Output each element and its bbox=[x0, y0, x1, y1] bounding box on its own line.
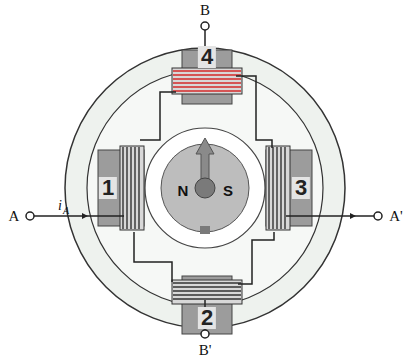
coil-turn bbox=[173, 282, 241, 283]
coil-turn bbox=[173, 70, 241, 71]
rotor-shaft bbox=[200, 226, 210, 234]
coil bbox=[266, 146, 290, 230]
wire bbox=[140, 92, 176, 140]
coil-turn bbox=[268, 147, 269, 229]
terminal bbox=[374, 212, 382, 220]
coil-turn bbox=[173, 298, 241, 299]
wire bbox=[134, 232, 172, 282]
coil-turn bbox=[173, 90, 241, 91]
pole-number: 1 bbox=[99, 177, 117, 199]
coil-turn bbox=[138, 147, 139, 229]
coil-turn bbox=[173, 294, 241, 295]
coil-turn bbox=[173, 74, 241, 75]
pole-number: 4 bbox=[198, 46, 216, 68]
coil-turn bbox=[173, 86, 241, 87]
terminal-label: A bbox=[9, 209, 20, 224]
current-arrow bbox=[82, 213, 88, 219]
rotor-arrow bbox=[196, 138, 214, 180]
coil-turn bbox=[276, 147, 277, 229]
wire bbox=[286, 215, 374, 217]
terminal bbox=[201, 330, 209, 338]
pole-number: 3 bbox=[292, 177, 310, 199]
stator-ring bbox=[87, 70, 323, 306]
coil bbox=[172, 280, 242, 304]
magnet-pole-label: N bbox=[178, 183, 189, 198]
stator-housing bbox=[65, 48, 345, 328]
coil-turn bbox=[126, 147, 127, 229]
terminal-label: B' bbox=[199, 343, 212, 358]
wire bbox=[238, 232, 274, 284]
coil-turn bbox=[134, 147, 135, 229]
terminal-label: A' bbox=[389, 209, 403, 224]
wires bbox=[34, 30, 374, 330]
coil-turn bbox=[284, 147, 285, 229]
rotor-shaft bbox=[195, 178, 215, 198]
coil-windings bbox=[120, 68, 290, 304]
terminal-label: B bbox=[200, 3, 210, 18]
coil-turn bbox=[173, 82, 241, 83]
air-gap bbox=[145, 128, 265, 248]
coil-turn bbox=[280, 147, 281, 229]
current-arrow bbox=[350, 213, 356, 219]
coil bbox=[172, 68, 242, 94]
wire bbox=[34, 215, 124, 217]
coil-turn bbox=[173, 290, 241, 291]
current-label: i bbox=[58, 199, 62, 213]
coil-turn bbox=[130, 147, 131, 229]
current-subscript: A bbox=[63, 206, 69, 216]
pole-number: 2 bbox=[198, 307, 216, 329]
wire bbox=[236, 76, 272, 148]
terminal bbox=[201, 22, 209, 30]
coil-turn bbox=[173, 78, 241, 79]
coil bbox=[120, 146, 144, 230]
magnet-pole-label: S bbox=[223, 183, 233, 198]
coil-turn bbox=[173, 286, 241, 287]
coil-turn bbox=[272, 147, 273, 229]
terminal bbox=[26, 212, 34, 220]
